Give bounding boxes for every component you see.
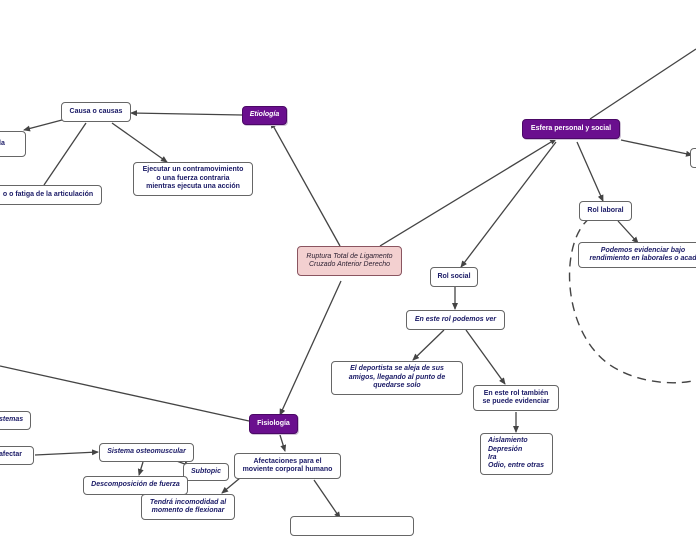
- subtopic-causa-left-truncated[interactable]: la: [0, 131, 26, 157]
- subtopic-sistema-osteomuscular[interactable]: Sistema osteomuscular: [99, 443, 194, 462]
- subtopic-rol-social[interactable]: Rol social: [430, 267, 478, 287]
- edge-root-etiologia: [270, 121, 341, 247]
- subtopic-subtopic[interactable]: Subtopic: [183, 463, 229, 481]
- edge-esfera-offscreen-right: [620, 139, 693, 157]
- subtopic-afectar-truncated[interactable]: afectar: [0, 446, 34, 465]
- edge-causa-left: [23, 119, 63, 132]
- edge-etiologia-causa: [130, 110, 243, 117]
- main-topic-fisiologia[interactable]: Fisiología: [249, 414, 298, 434]
- edge-root-fisiologia: [279, 280, 342, 416]
- connector-lines: [0, 48, 696, 519]
- subtopic-incomodidad[interactable]: Tendrá incomodidad al momento de flexion…: [141, 494, 235, 520]
- edge-en-este-deportista: [412, 329, 445, 361]
- edge-esfera-rol-laboral: [576, 141, 604, 202]
- subtopic-afectaciones[interactable]: Afectaciones para el moviente corporal h…: [234, 453, 341, 479]
- edge-fisiologia-afectaciones: [279, 434, 287, 452]
- subtopic-sistemas-truncated[interactable]: stemas: [0, 411, 31, 430]
- subtopic-tambien[interactable]: En este rol también se puede evidenciar: [473, 385, 559, 411]
- edge-root-esfera: [379, 138, 557, 247]
- subtopic-descomposicion[interactable]: Descomposición de fuerza: [83, 476, 188, 495]
- edge-boundary-dashed: [568, 217, 696, 384]
- edge-fisiologia-offscreen-left: [0, 365, 250, 422]
- subtopic-rol-laboral[interactable]: Rol laboral: [579, 201, 632, 221]
- subtopic-ejecutar[interactable]: Ejecutar un contramovimiento o una fuerz…: [133, 162, 253, 196]
- edge-esfera-rol-social: [460, 141, 557, 268]
- edge-afectaciones-incomodidad: [221, 477, 241, 494]
- edge-en-este-tambien: [465, 329, 506, 385]
- edge-causa-ejecutar: [111, 122, 168, 163]
- main-topic-etiologia[interactable]: Etiología: [242, 106, 287, 125]
- edge-osteomuscular-descomposicion: [137, 461, 144, 476]
- offscreen-right-node[interactable]: [690, 148, 696, 168]
- central-topic-node[interactable]: Ruptura Total de Ligamento Cruzado Anter…: [297, 246, 402, 276]
- edge-esfera-offscreen-top: [589, 48, 696, 120]
- offscreen-bottom-node[interactable]: [290, 516, 414, 536]
- subtopic-deportista[interactable]: El deportista se aleja de sus amigos, ll…: [331, 361, 463, 395]
- subtopic-causa[interactable]: Causa o causas: [61, 102, 131, 122]
- edge-rol-laboral-podemos: [617, 220, 639, 244]
- edge-afectar-osteomuscular: [34, 449, 99, 456]
- subtopic-aislamiento[interactable]: Aislamiento Depresión Ira Odio, entre ot…: [480, 433, 553, 475]
- subtopic-fatiga[interactable]: o o fatiga de la articulación: [0, 185, 102, 205]
- edge-afectaciones-offscreen-bottom: [313, 479, 341, 519]
- subtopic-podemos[interactable]: Podemos evidenciar bajo rendimiento en l…: [578, 242, 696, 268]
- subtopic-en-este-rol[interactable]: En este rol podemos ver: [406, 310, 505, 330]
- main-topic-esfera[interactable]: Esfera personal y social: [522, 119, 620, 139]
- edge-causa-fatiga: [43, 122, 87, 186]
